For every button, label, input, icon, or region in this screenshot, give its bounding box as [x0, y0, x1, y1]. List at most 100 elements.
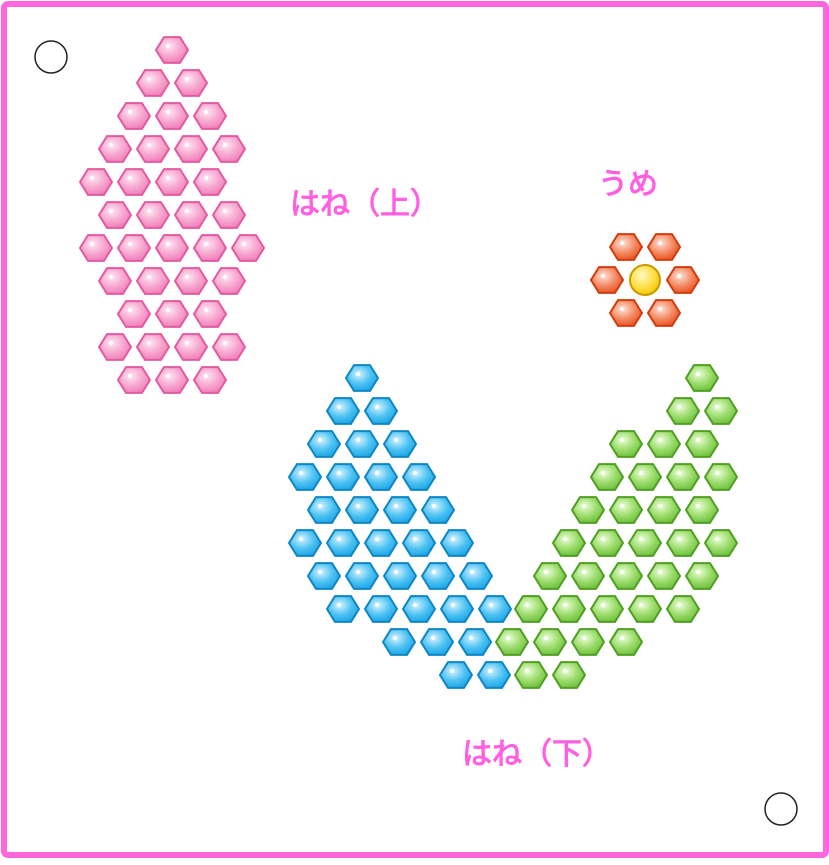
green-bead	[667, 596, 699, 622]
blue-bead	[308, 563, 340, 589]
bead-shine	[337, 603, 341, 607]
blue-bead	[308, 431, 340, 457]
pink-bead	[137, 334, 169, 360]
bead-shine	[696, 372, 700, 376]
green-bead	[553, 662, 585, 688]
green-bead	[629, 596, 661, 622]
bead-shine	[393, 636, 397, 640]
pink-bead	[118, 169, 150, 195]
blue-bead	[422, 563, 454, 589]
bead-shine	[658, 438, 662, 442]
pink-bead	[99, 268, 131, 294]
bead-shine	[582, 636, 586, 640]
pink-bead	[156, 235, 188, 261]
bead-shine	[318, 504, 322, 508]
pink-bead	[80, 235, 112, 261]
bead-shine	[147, 341, 151, 345]
plum-label: うめ	[598, 170, 658, 200]
bead-shine	[204, 374, 208, 378]
pink-bead	[175, 334, 207, 360]
pink-bead	[99, 202, 131, 228]
green-bead	[553, 530, 585, 556]
bead-shine	[696, 570, 700, 574]
bead-shine	[128, 176, 132, 180]
bead-shine	[375, 405, 379, 409]
circle-hole-icon	[35, 41, 67, 73]
blue-bead	[384, 431, 416, 457]
green-bead	[629, 530, 661, 556]
bead-shine	[432, 570, 436, 574]
bead-shine	[109, 275, 113, 279]
bead-shine	[489, 603, 493, 607]
green-bead	[534, 629, 566, 655]
bead-shine	[185, 341, 189, 345]
green-bead	[648, 431, 680, 457]
red-petal-bead	[610, 234, 642, 260]
pink-bead	[194, 367, 226, 393]
bead-shine	[223, 341, 227, 345]
bead-shine	[639, 603, 643, 607]
upper-wing-label: はね（上）	[290, 190, 440, 220]
bead-shine	[147, 209, 151, 213]
bead-shine	[413, 471, 417, 475]
blue-bead	[365, 530, 397, 556]
bead-shine	[109, 143, 113, 147]
bead-shine	[128, 374, 132, 378]
green-bead	[705, 530, 737, 556]
bead-shine	[677, 471, 681, 475]
pink-bead	[80, 169, 112, 195]
sheet-frame	[4, 4, 826, 855]
pink-bead	[194, 103, 226, 129]
bead-shine	[432, 504, 436, 508]
bead-shine	[544, 570, 548, 574]
blue-bead	[383, 629, 415, 655]
blue-bead	[384, 497, 416, 523]
green-bead	[610, 629, 642, 655]
green-bead	[572, 629, 604, 655]
green-bead	[667, 398, 699, 424]
green-bead	[591, 464, 623, 490]
bead-shine	[469, 636, 473, 640]
circle-hole-icon	[765, 793, 797, 825]
bead-shine	[337, 471, 341, 475]
bead-shine	[620, 241, 624, 245]
green-bead	[610, 431, 642, 457]
bead-shine	[677, 603, 681, 607]
bead-shine	[431, 636, 435, 640]
bead-shine	[356, 372, 360, 376]
bead-shine	[601, 274, 605, 278]
bead-shine	[601, 471, 605, 475]
bead-shine	[128, 242, 132, 246]
pink-bead	[99, 136, 131, 162]
bead-shine	[639, 471, 643, 475]
bead-shine	[223, 209, 227, 213]
pink-bead	[137, 70, 169, 96]
blue-bead	[346, 431, 378, 457]
blue-bead	[422, 497, 454, 523]
bead-shine	[620, 504, 624, 508]
bead-shine	[715, 471, 719, 475]
pink-bead	[175, 136, 207, 162]
green-bead	[705, 464, 737, 490]
bead-shine	[563, 669, 567, 673]
blue-bead	[478, 662, 510, 688]
bead-shine	[658, 241, 662, 245]
green-bead	[553, 596, 585, 622]
bead-shine	[451, 537, 455, 541]
bead-shine	[318, 570, 322, 574]
lower-wing-label: はね（下）	[462, 740, 612, 770]
bead-shine	[563, 537, 567, 541]
green-bead	[686, 497, 718, 523]
bead-shine	[204, 176, 208, 180]
bead-shine	[109, 341, 113, 345]
pink-bead	[156, 169, 188, 195]
blue-bead	[384, 563, 416, 589]
blue-bead	[365, 596, 397, 622]
bead-shine	[185, 275, 189, 279]
bead-shine	[166, 176, 170, 180]
bead-shine	[223, 143, 227, 147]
bead-shine	[356, 504, 360, 508]
pink-bead	[118, 301, 150, 327]
blue-bead	[346, 497, 378, 523]
bead-shine	[185, 77, 189, 81]
